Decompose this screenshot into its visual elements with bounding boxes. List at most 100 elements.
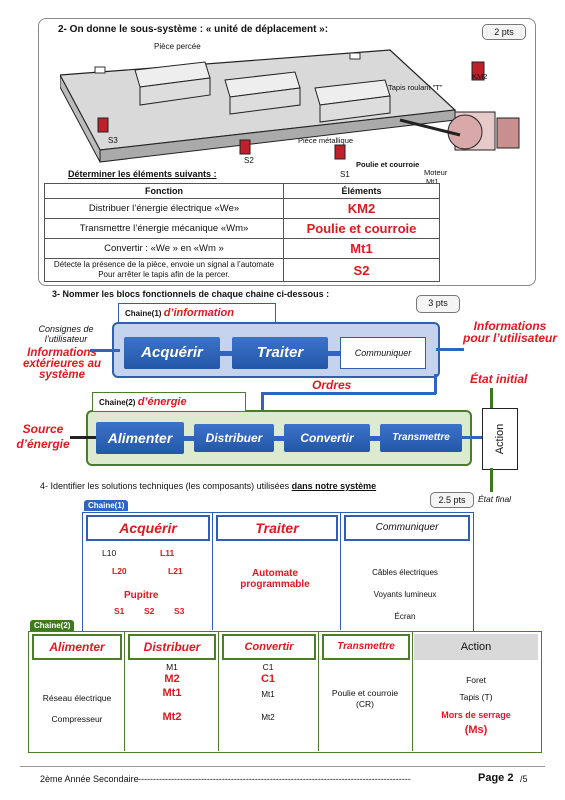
head-communiquer: Communiquer [344,515,470,541]
fonction-cell: Convertir : «We » en «Wm » [44,238,284,259]
chain2-label: Chaine(2) [99,398,136,407]
arrow [490,388,493,408]
header-fonction: Fonction [44,183,284,199]
table-row: Distribuer l’énergie électrique «We» KM2 [44,198,440,219]
acq-l10: L10 [102,548,117,558]
divider [340,512,341,630]
block-distribuer: Distribuer [194,424,274,452]
block-convertir: Convertir [284,424,370,452]
element-cell: S2 [283,258,440,282]
section-2-title: 2- On donne le sous-système : « unité de… [58,24,329,35]
action-ms: (Ms) [464,724,488,736]
arrow [70,436,96,439]
label-s2: S2 [244,156,254,165]
section-4-title-text: 4- Identifier les solutions techniques (… [40,481,292,491]
acq-pupitre: Pupitre [124,590,159,601]
fonction-cell: Distribuer l’énergie électrique «We» [44,198,284,219]
head-convertir: Convertir [222,634,316,660]
source-text: Source d’énergie [16,422,70,451]
arrow [261,392,264,418]
acq-s3: S3 [174,606,185,616]
arrow [274,436,284,441]
action-box: Action [482,408,518,470]
label-s3: S3 [108,136,118,145]
chain2-table [28,631,542,753]
dist-m2: M2 [164,673,180,685]
head-transmettre: Transmettre [322,634,410,660]
arrow [220,351,232,356]
ordres-text: Ordres [312,378,352,392]
chain1-label-box: Chaine(1) d’information [118,303,276,322]
head-acquerir: Acquérir [86,515,210,541]
arrow [262,392,436,395]
conv-c1-red: C1 [260,673,276,685]
arrow [328,351,340,356]
fonction-cell: Transmettre l’énergie mécanique «Wm» [44,218,284,239]
footer-dashes: ----------------------------------------… [138,774,411,784]
action-text: Action [494,423,506,455]
element-cell: Mt1 [283,238,440,259]
acq-l21: L21 [168,566,183,576]
block-alimenter: Alimenter [96,422,184,454]
chain1-label: Chaine(1) [125,309,162,318]
traiter-value: Automate programmable [240,568,310,590]
label-piece-metal: Pièce métallique [298,136,354,145]
block-acquerir: Acquérir [124,337,220,369]
comm-voyants: Voyants lumineux [373,590,437,599]
head-distribuer: Distribuer [128,634,216,660]
infos-user-text: Informations pour l’utilisateur [462,319,557,345]
element-cell: Poulie et courroie [283,218,440,239]
dist-mt2: Mt2 [162,711,182,723]
arrow [490,468,493,492]
chain1-tab: Chaine(1) [84,500,129,511]
infos-ext-text: Informations extérieures au système [23,347,101,381]
footer-page: Page 2 [478,772,514,784]
section-4-title: 4- Identifier les solutions techniques (… [40,481,376,491]
table-row: Convertir : «We » en «Wm » Mt1 [44,238,440,259]
label-poulie: Poulie et courroie [356,160,420,169]
conv-mt1: Mt1 [261,690,275,699]
label-mt1: Mt1 [426,177,439,186]
element-cell: KM2 [283,198,440,219]
block-traiter: Traiter [232,337,328,369]
action-tapis: Tapis (T) [459,692,493,702]
chain2-label-box: Chaine(2) d’énergie [92,392,246,411]
head-action: Action [414,634,538,660]
divider [218,631,219,751]
conv-c1: C1 [262,662,274,672]
etat-final-text: État final [478,494,512,504]
label-km2: KM2 [472,72,488,81]
trans-value: Poulie et courroie (CR) [331,688,399,709]
footer-total: /5 [520,774,528,784]
section-3-title: 3- Nommer les blocs fonctionnels de chaq… [52,289,330,299]
comm-ecran: Écran [394,612,416,621]
footer-rule [20,766,545,767]
conveyor-illustration [60,49,520,163]
arrow [462,436,482,439]
block-transmettre: Transmettre [380,424,462,452]
acq-s2: S2 [144,606,155,616]
points-badge-2: 2 pts [482,24,526,40]
fonction-cell: Détecte la présence de la pièce, envoie … [44,258,284,282]
acq-l20: L20 [112,566,127,576]
head-traiter: Traiter [216,515,338,541]
arrow [370,436,380,441]
elements-table: Fonction Éléments Distribuer l’énergie é… [44,183,440,282]
table-row: Transmettre l’énergie mécanique «Wm» Pou… [44,218,440,239]
table-row: Détecte la présence de la pièce, envoie … [44,258,440,282]
label-moteur: Moteur [424,168,448,177]
divider [212,512,213,630]
acq-s1: S1 [114,606,125,616]
comm-cables: Câbles électriques [372,568,438,577]
chain2-name: d’énergie [137,396,187,408]
label-piece-percee: Pièce percée [154,42,201,51]
dist-mt1: Mt1 [162,687,182,699]
label-s1: S1 [340,170,350,179]
arrow [90,349,120,352]
acq-l11: L11 [160,548,175,558]
alim-reseau: Réseau électrique [42,693,112,703]
consignes-text: Consignes de l’utilisateur [38,324,94,344]
arrow [434,374,437,394]
footer-year: 2ème Année Secondaire [40,774,139,784]
action-foret: Foret [466,675,486,685]
